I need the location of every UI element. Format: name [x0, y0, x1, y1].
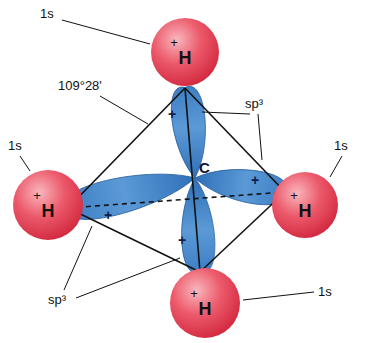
phase-sign: +: [104, 207, 112, 223]
orbital-label: sp³: [245, 96, 263, 112]
phase-sign: +: [168, 106, 176, 122]
leader-line: [62, 20, 150, 44]
atom-symbol: H: [42, 202, 55, 221]
leader-line: [243, 292, 314, 300]
orbital-label: 1s: [8, 138, 22, 154]
orbital-label: sp³: [48, 292, 66, 308]
sp3-lobes: [63, 85, 288, 274]
charge-sign: +: [33, 189, 41, 203]
leader-line: [76, 258, 180, 298]
tetrahedron-edge: [185, 88, 200, 272]
leader-lines: [20, 20, 342, 300]
atom-symbol: H: [179, 49, 192, 68]
orbital-label: 1s: [40, 6, 54, 22]
leader-line: [64, 226, 92, 290]
orbital-label: 1s: [334, 138, 348, 154]
atom-symbol: H: [199, 300, 212, 319]
hydrogen-1s-orbital: +H: [13, 170, 83, 240]
hydrogen-1s-orbital: +H: [151, 18, 219, 86]
tetrahedron-edge: [68, 208, 200, 272]
leader-line: [20, 156, 30, 171]
orbital-label: 1s: [318, 284, 332, 300]
tetrahedron-edge: [185, 88, 285, 192]
leader-line: [258, 114, 262, 160]
charge-sign: +: [290, 189, 298, 203]
tetrahedron-back-edge: [68, 192, 285, 208]
leader-line: [100, 96, 148, 124]
atom-symbol: C: [199, 159, 210, 176]
orbital-label: 109°28': [58, 78, 102, 94]
hydrogen-1s-orbital: +H: [170, 268, 240, 338]
phase-sign: +: [251, 172, 259, 188]
charge-sign: +: [190, 287, 198, 301]
tetrahedron: [68, 88, 285, 272]
charge-sign: +: [170, 36, 178, 50]
tetrahedron-edge: [68, 88, 185, 208]
leader-line: [330, 156, 342, 177]
phase-sign: +: [178, 232, 186, 248]
hydrogen-1s-orbital: +H: [272, 172, 338, 238]
leader-line: [202, 112, 250, 114]
atom-symbol: H: [299, 202, 312, 221]
sp3-lobe: [179, 177, 217, 273]
